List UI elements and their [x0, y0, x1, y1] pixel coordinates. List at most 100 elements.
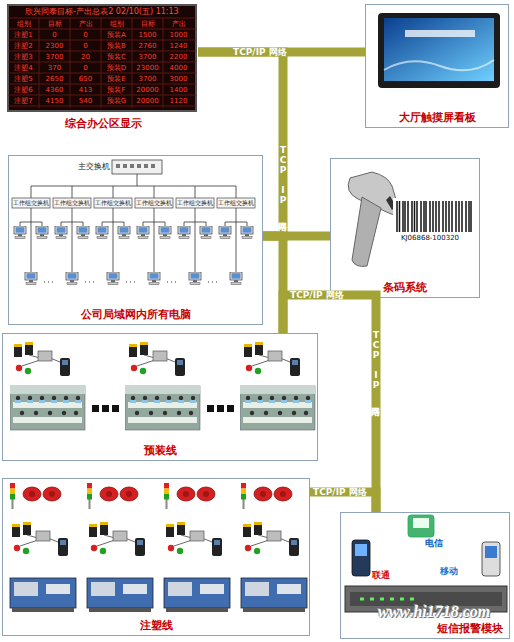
computer-icon — [148, 272, 160, 285]
led-cell: 0 — [39, 30, 70, 41]
barcode-system: 条码系统 — [330, 158, 480, 298]
computer-icon — [107, 272, 119, 285]
computer-icon — [36, 226, 48, 239]
led-cell: 目标 — [39, 19, 70, 30]
led-cell: 1000 — [163, 30, 194, 41]
network-link — [198, 52, 283, 236]
carrier-logo: 电信 — [425, 538, 455, 549]
led-cell: 组别 — [101, 19, 132, 30]
led-cell: 0 — [70, 63, 101, 74]
carrier-logo: 联通 — [372, 570, 402, 581]
led-cell: 23000 — [132, 63, 163, 74]
led-cell: 3000 — [163, 74, 194, 85]
led-cell: 1400 — [163, 85, 194, 96]
network-label: TCP/IP 网络 — [290, 289, 344, 301]
network-label: TCP/IP 网络 — [233, 46, 287, 58]
preassembly-line: 预装线 — [2, 333, 318, 461]
network-link — [283, 295, 376, 512]
computer-icon — [230, 272, 242, 285]
main-switch — [112, 160, 162, 174]
led-cell: 预装D — [101, 63, 132, 74]
computer-icon — [219, 226, 231, 239]
continuation-squares — [92, 405, 234, 412]
screen-wave — [384, 60, 494, 70]
led-cell: 650 — [70, 74, 101, 85]
screen-title-bar — [405, 30, 475, 37]
node-caption: 注塑线 — [140, 619, 173, 632]
lan-wiring — [20, 174, 247, 272]
injection-station — [241, 483, 307, 612]
led-cell: 预装E — [101, 74, 132, 85]
computer-icon — [118, 226, 130, 239]
led-cell: 20 — [70, 52, 101, 63]
led-cell: 370 — [39, 63, 70, 74]
workgroup-switch — [94, 198, 132, 208]
injection-line: 注塑线 — [2, 478, 310, 636]
network-link — [263, 232, 330, 241]
led-cell: 预装A — [101, 30, 132, 41]
node-caption: 预装线 — [144, 444, 177, 457]
more-computers-dots — [44, 281, 217, 282]
led-cell: 540 — [70, 96, 101, 107]
led-cell: 2200 — [163, 52, 194, 63]
preassembly-station — [125, 342, 200, 430]
workgroup-switch — [12, 198, 50, 208]
led-panel — [8, 5, 196, 111]
mobile-phone — [352, 540, 370, 576]
monitor-frame — [378, 13, 500, 88]
led-cell: 3700 — [132, 52, 163, 63]
switch-label: 工作组交换机 — [176, 198, 214, 208]
barcode-bars — [397, 201, 471, 232]
led-cell: 产出 — [70, 19, 101, 30]
led-cell: 组别 — [8, 19, 39, 30]
computer-icon — [200, 226, 212, 239]
node-caption: 公司局域网内所有电脑 — [81, 308, 191, 321]
pda-device — [408, 515, 434, 537]
workgroup-switches — [12, 198, 255, 208]
phone-screen — [485, 546, 497, 558]
node-caption: 综合办公区显示 — [65, 117, 142, 130]
monitor-screen — [384, 18, 494, 81]
watermark: www.hi1718.com — [378, 603, 512, 621]
workgroup-switch — [135, 198, 173, 208]
pda-screen — [413, 518, 429, 528]
led-cell: 注塑3 — [8, 52, 39, 63]
led-cell: 20000 — [132, 96, 163, 107]
injection-station — [87, 483, 153, 612]
touch-screen-board: 大厅触摸屏看板 — [365, 4, 509, 128]
led-cell: 1500 — [132, 30, 163, 41]
led-cell: 注塑1 — [8, 30, 39, 41]
switch-ports — [116, 164, 155, 168]
led-cell: 预装B — [101, 41, 132, 52]
workgroup-switch — [53, 198, 91, 208]
switch-name: 主交换机 — [64, 162, 110, 172]
rack-leds — [360, 598, 414, 601]
barcode-number: KJ06868-100320 — [385, 233, 475, 243]
computer-icon — [241, 226, 253, 239]
mobile-phone — [482, 542, 500, 576]
led-cell: 0 — [70, 41, 101, 52]
led-cell: 注塑6 — [8, 85, 39, 96]
led-cell: 413 — [70, 85, 101, 96]
switch-label: 工作组交换机 — [135, 198, 173, 208]
node-caption: 条码系统 — [383, 281, 427, 294]
led-cell: 4360 — [39, 85, 70, 96]
switch-label: 工作组交换机 — [94, 198, 132, 208]
computer-icon — [66, 272, 78, 285]
computer-icon — [137, 226, 149, 239]
led-cell: 3700 — [132, 74, 163, 85]
led-cell: 4150 — [39, 96, 70, 107]
workgroup-switch — [217, 198, 255, 208]
workgroup-switch — [176, 198, 214, 208]
led-cell: 1120 — [163, 96, 194, 107]
node-caption: 短信报警模块 — [437, 622, 503, 635]
led-cell: 预装G — [101, 96, 132, 107]
computer-icon — [178, 226, 190, 239]
led-cell: 预装F — [101, 85, 132, 96]
led-cell: 2650 — [39, 74, 70, 85]
led-cell: 注塑5 — [8, 74, 39, 85]
led-cell: 注塑2 — [8, 41, 39, 52]
injection-station — [164, 483, 230, 612]
node-caption: 大厅触摸屏看板 — [399, 111, 476, 124]
